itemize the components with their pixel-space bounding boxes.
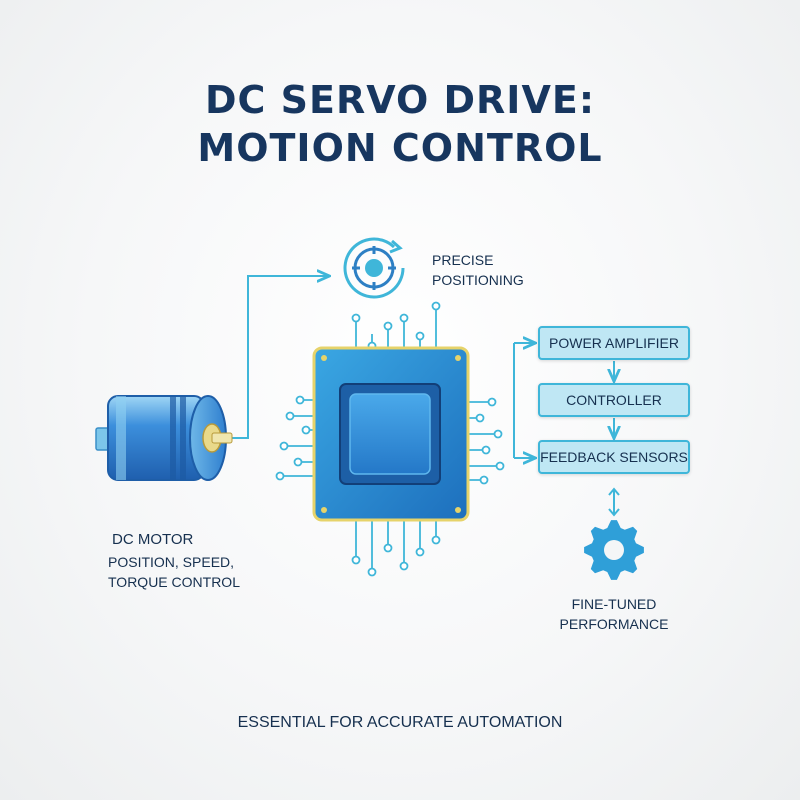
- power-amplifier-block: POWER AMPLIFIER: [538, 326, 690, 360]
- footer-tagline: ESSENTIAL FOR ACCURATE AUTOMATION: [237, 714, 563, 731]
- motor-description: POSITION, SPEED, TORQUE CONTROL: [108, 554, 240, 590]
- motor-output-arrow: [230, 276, 328, 439]
- title-line-1: DC SERVO DRIVE:: [204, 78, 596, 122]
- feedback-double-arrow: [608, 487, 620, 517]
- title-line-2: MOTION CONTROL: [197, 126, 603, 170]
- gear-icon: [584, 520, 644, 580]
- circular-target-icon: [343, 237, 405, 299]
- controller-block: CONTROLLER: [538, 383, 690, 417]
- microcontroller-chip-icon: [312, 346, 470, 522]
- precise-positioning-label: PRECISE POSITIONING: [432, 252, 524, 288]
- chip-circuit-traces: [275, 301, 505, 577]
- feedback-sensors-block: FEEDBACK SENSORS: [538, 440, 690, 474]
- page-title: DC SERVO DRIVE: MOTION CONTROL: [0, 76, 800, 172]
- fine-tuned-performance-label: FINE-TUNED PERFORMANCE: [559, 596, 669, 632]
- dc-motor-icon: [95, 395, 233, 481]
- dc-motor-label: DC MOTOR: [112, 531, 194, 548]
- block-connector: [513, 343, 534, 458]
